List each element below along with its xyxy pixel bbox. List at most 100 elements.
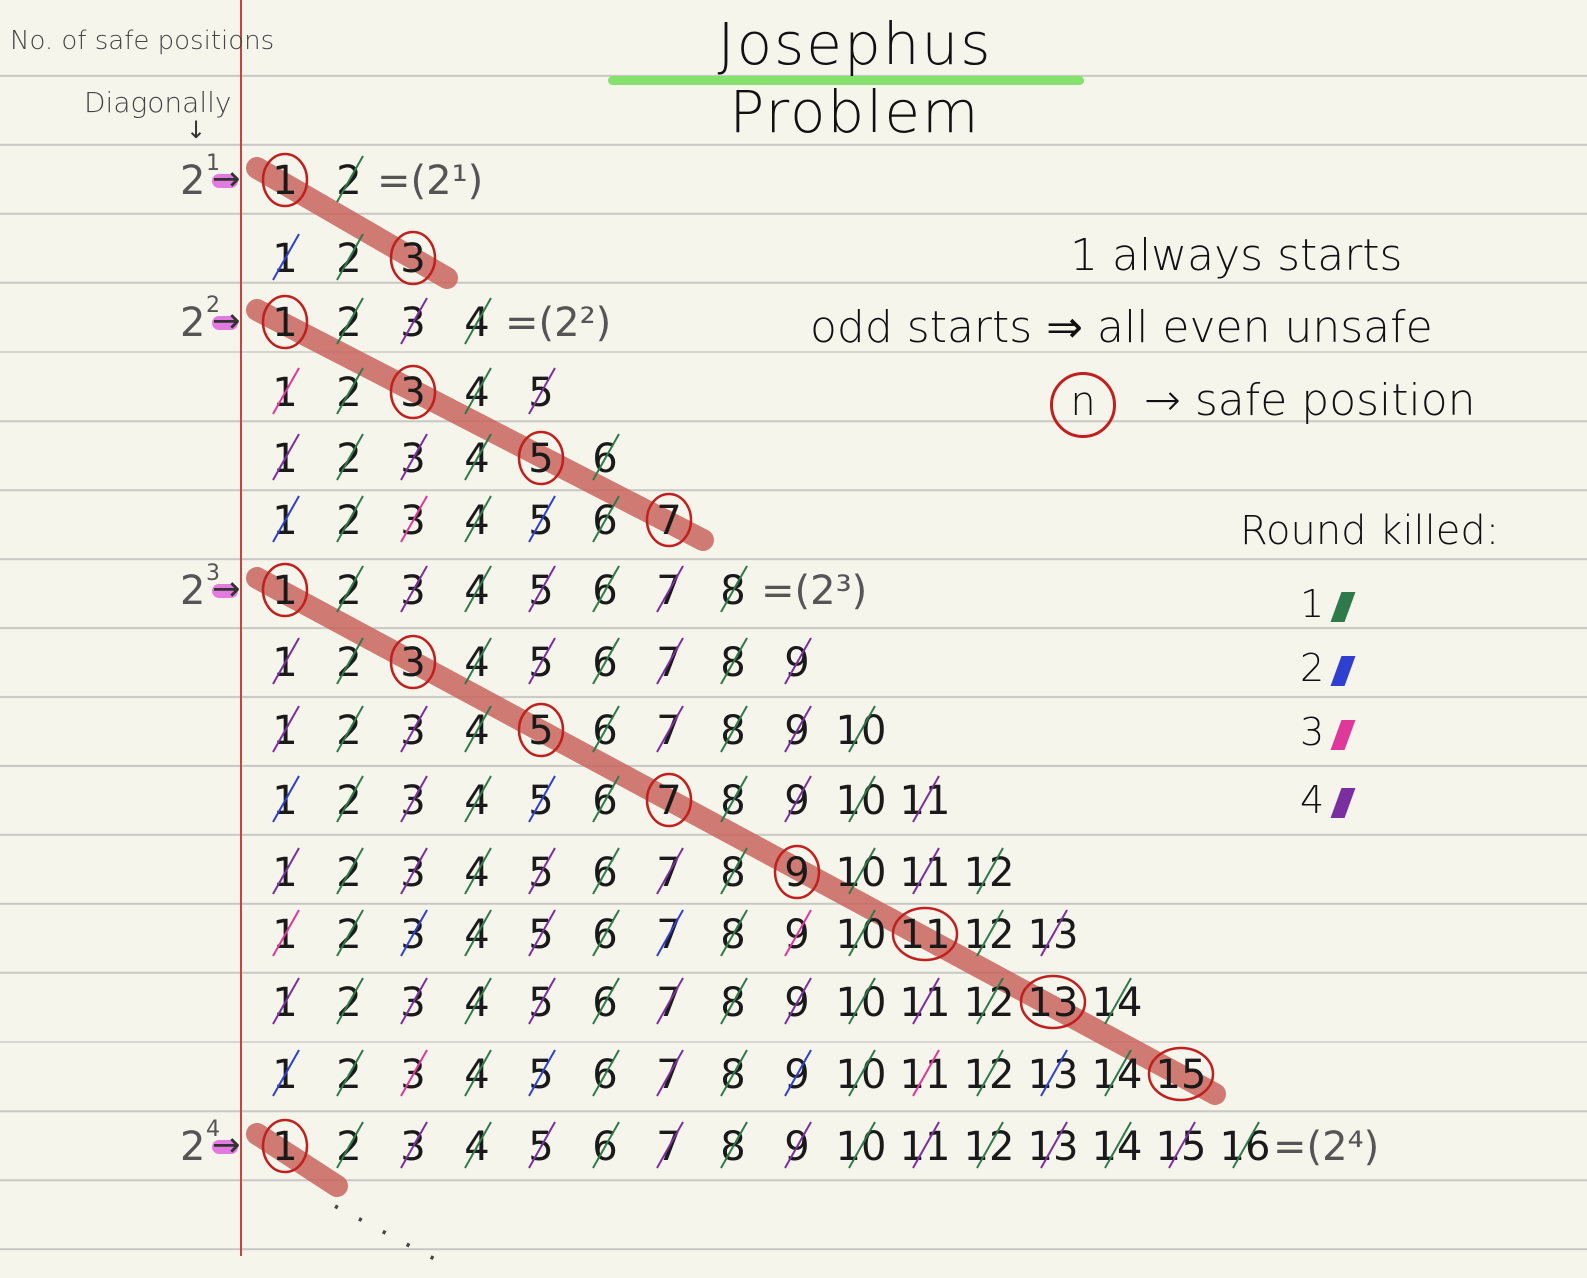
kill-slash: [720, 637, 748, 685]
legend-round-4: 4: [1300, 778, 1356, 822]
kill-slash: [976, 909, 1004, 957]
kill-slash: [464, 1049, 492, 1097]
position-number: 15: [1156, 1052, 1207, 1098]
kill-slash: [528, 1049, 556, 1097]
power-equals-2: =(2²): [505, 300, 611, 346]
kill-slash: [656, 977, 684, 1025]
pink-marker-2: [212, 316, 238, 330]
kill-slash: [976, 847, 1004, 895]
legend-round-1: 1: [1300, 582, 1356, 626]
power-equals-1: =(2¹): [377, 158, 483, 204]
kill-slash: [400, 495, 428, 543]
kill-slash: [400, 977, 428, 1025]
kill-slash: [656, 565, 684, 613]
kill-slash: [400, 1049, 428, 1097]
kill-slash: [336, 233, 364, 281]
power-exponent-4: 4: [206, 1117, 220, 1142]
position-number: 9: [784, 850, 809, 896]
kill-slash: [464, 909, 492, 957]
kill-slash: [336, 847, 364, 895]
kill-slash: [720, 565, 748, 613]
kill-slash: [272, 637, 300, 685]
pink-marker-1: [212, 174, 238, 188]
kill-slash: [272, 705, 300, 753]
safe-position-circle: [773, 844, 821, 900]
safe-position-circle: [389, 230, 437, 286]
kill-slash: [528, 977, 556, 1025]
safe-position-circle: [891, 906, 959, 962]
kill-slash: [528, 367, 556, 415]
position-number: 5: [528, 436, 553, 482]
kill-slash: [272, 367, 300, 415]
diagonal-highlight-2: [246, 299, 714, 551]
power-arrow-1: →: [212, 159, 241, 199]
diagonal-highlight-1: [246, 157, 458, 289]
kill-slash: [1168, 1121, 1196, 1169]
kill-slash: [976, 1049, 1004, 1097]
side-note-safe-positions: No. of safe positions: [10, 26, 275, 56]
position-number: 11: [900, 912, 951, 958]
kill-slash: [272, 1049, 300, 1097]
kill-slash: [336, 909, 364, 957]
power-exponent-1: 1: [206, 151, 220, 176]
kill-slash: [592, 495, 620, 543]
safe-position-circle: [1019, 974, 1087, 1030]
kill-slash: [400, 297, 428, 345]
kill-slash: [784, 909, 812, 957]
kill-slash: [400, 847, 428, 895]
kill-slash: [1104, 1121, 1132, 1169]
power-arrow-2: →: [212, 301, 241, 341]
kill-slash: [528, 1121, 556, 1169]
kill-slash: [400, 775, 428, 823]
safe-position-circle: [1147, 1046, 1215, 1102]
kill-slash: [720, 977, 748, 1025]
position-number: 13: [1028, 980, 1079, 1026]
kill-slash: [912, 977, 940, 1025]
note-odd-starts: odd starts ⇒ all even unsafe: [810, 302, 1433, 353]
kill-slash: [272, 977, 300, 1025]
kill-slash: [336, 705, 364, 753]
kill-slash: [400, 1121, 428, 1169]
kill-slash: [784, 637, 812, 685]
kill-slash: [656, 909, 684, 957]
kill-slash: [464, 847, 492, 895]
side-note-diagonally: Diagonally: [84, 86, 232, 119]
position-number: 3: [400, 236, 425, 282]
kill-slash: [528, 495, 556, 543]
kill-slash: [656, 847, 684, 895]
kill-slash: [656, 1121, 684, 1169]
safe-position-circle: [645, 772, 693, 828]
kill-slash: [848, 775, 876, 823]
kill-slash: [336, 1121, 364, 1169]
kill-slash: [464, 637, 492, 685]
kill-slash: [720, 1121, 748, 1169]
kill-slash: [336, 367, 364, 415]
position-number: 3: [400, 640, 425, 686]
kill-slash: [272, 775, 300, 823]
kill-slash: [720, 1049, 748, 1097]
note-always-starts: 1 always starts: [1070, 230, 1403, 281]
kill-slash: [528, 565, 556, 613]
pink-marker-3: [212, 584, 238, 598]
kill-slash: [336, 565, 364, 613]
power-label-3: 2: [180, 568, 205, 614]
kill-slash: [656, 1049, 684, 1097]
kill-slash: [848, 705, 876, 753]
legend-round-2-label: 2: [1300, 646, 1325, 690]
kill-slash: [784, 1049, 812, 1097]
kill-slash: [336, 775, 364, 823]
safe-position-circle: [261, 294, 309, 350]
position-number: 1: [272, 158, 297, 204]
kill-slash: [592, 775, 620, 823]
safe-position-circle: [261, 562, 309, 618]
kill-slash: [336, 495, 364, 543]
kill-slash: [336, 433, 364, 481]
kill-slash: [528, 847, 556, 895]
safe-position-circle: [645, 492, 693, 548]
power-exponent-3: 3: [206, 561, 220, 586]
kill-slash: [336, 637, 364, 685]
kill-slash: [912, 1049, 940, 1097]
kill-slash: [784, 705, 812, 753]
down-arrow-icon: ↓: [186, 116, 207, 144]
